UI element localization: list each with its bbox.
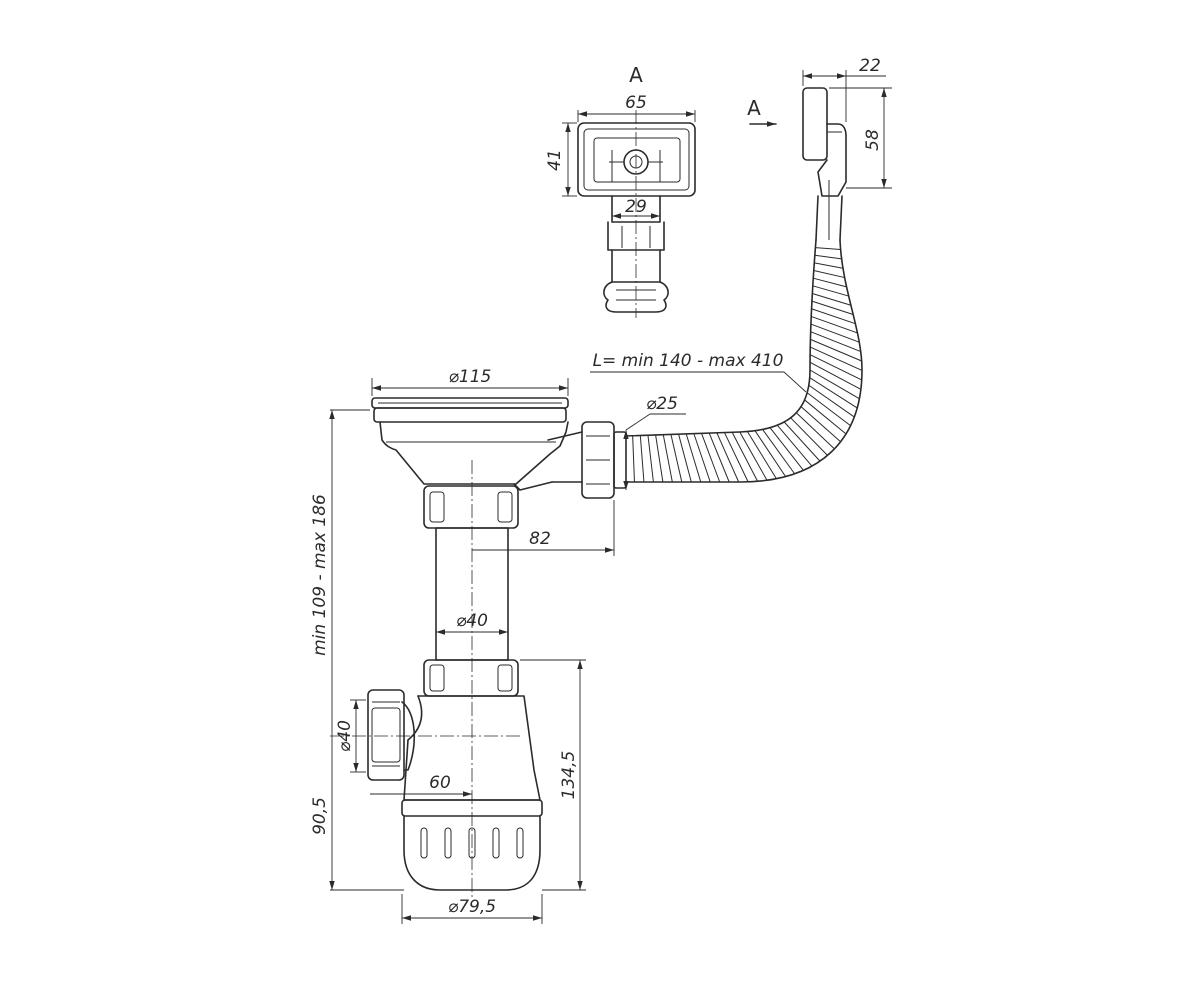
overflow-cap-side (802, 87, 828, 161)
bottle-trap (330, 460, 543, 900)
hose-rib (810, 323, 860, 343)
view-a-label: A (629, 63, 643, 87)
hose-rib (809, 361, 862, 390)
hose-rib (670, 434, 683, 483)
hose-rib (708, 432, 730, 483)
overflow-cap-body (577, 122, 696, 197)
hose-rib (806, 392, 851, 427)
hose-rib (811, 308, 856, 325)
hose-rib (812, 292, 852, 306)
hose-rib (762, 429, 796, 475)
hose-rib (813, 270, 845, 279)
hose-rib (739, 431, 768, 481)
hose-rib (790, 417, 828, 456)
cup-rib (444, 827, 452, 859)
hose-rib (800, 406, 841, 443)
tailpiece: 82 ⌀40 (423, 485, 615, 661)
hose-rib (731, 432, 759, 482)
overflow-side-view: A 22 58 (747, 56, 892, 241)
hose-rib (814, 262, 844, 269)
dim-outlet-offset: 60 (429, 773, 451, 793)
outlet-nut (367, 689, 405, 781)
dim-outlet-width: 65 (625, 93, 647, 113)
right-dimensions: 134,5 (520, 659, 586, 891)
dim-overflow-offset: 82 (529, 529, 551, 549)
dim-strainer-diameter: ⌀115 (449, 367, 492, 387)
hose-rib (716, 432, 740, 483)
hose-rib (813, 277, 847, 288)
dim-outlet-height-from-bottom: 90,5 (310, 797, 330, 835)
dim-outlet-diameter: ⌀40 (335, 720, 355, 752)
hose-rib (804, 399, 847, 435)
hose-rib (815, 247, 841, 250)
hose-rib (632, 435, 635, 483)
hose-rib (809, 354, 862, 381)
hose-rib (814, 254, 842, 260)
trap-body (403, 695, 541, 801)
hose-rib (693, 433, 711, 483)
bottom-dimensions: ⌀79,5 (401, 894, 543, 924)
cup-rib (420, 827, 428, 859)
left-dimensions: min 109 - max 186 ⌀40 60 90,5 (310, 409, 472, 891)
dim-overflow-depth: 22 (859, 56, 881, 76)
hose-rib (812, 285, 849, 297)
hose-rib (810, 346, 863, 371)
trap-cup (403, 815, 541, 891)
hose-rib (639, 435, 645, 483)
hose-rib (810, 315, 858, 334)
hose-rib (647, 435, 654, 483)
hose-rib (810, 331, 861, 353)
hose-rib (724, 432, 749, 483)
hose-rib (810, 338, 862, 362)
hose-rib (662, 434, 673, 483)
dim-hose-length: L= min 140 - max 410 (593, 351, 784, 371)
dim-outlet-nozzle: 29 (625, 197, 647, 217)
hose-rib (776, 424, 813, 467)
hose-rib (685, 433, 702, 483)
strainer-bowl: ⌀115 ⌀25 (371, 367, 686, 499)
hose-rib (811, 300, 854, 315)
dim-trap-height: 134,5 (559, 751, 579, 800)
hose-rib (809, 369, 860, 400)
cup-rib (516, 827, 524, 859)
hose-rib (809, 377, 858, 409)
cup-rib (492, 827, 500, 859)
dim-hose-diameter: ⌀25 (646, 394, 678, 414)
view-arrow-label: A (747, 96, 761, 120)
dim-total-height: min 109 - max 186 (310, 494, 330, 656)
hose-rib (808, 384, 855, 418)
hose-rib (795, 412, 835, 450)
hose-rib (655, 434, 664, 483)
hose-rib (701, 433, 721, 483)
dim-bottle-diameter: ⌀79,5 (448, 897, 496, 917)
hose-rib (678, 434, 692, 483)
hose-rib (783, 421, 821, 462)
hose-rib (754, 430, 786, 477)
hose-rib (769, 427, 804, 471)
dim-outlet-height: 41 (545, 149, 565, 171)
view-a-overflow-front: A 65 41 29 (545, 63, 696, 318)
dim-overflow-height: 58 (863, 129, 883, 151)
corrugated-hose: L= min 140 - max 410 (590, 239, 863, 483)
hose-rib (747, 431, 777, 479)
